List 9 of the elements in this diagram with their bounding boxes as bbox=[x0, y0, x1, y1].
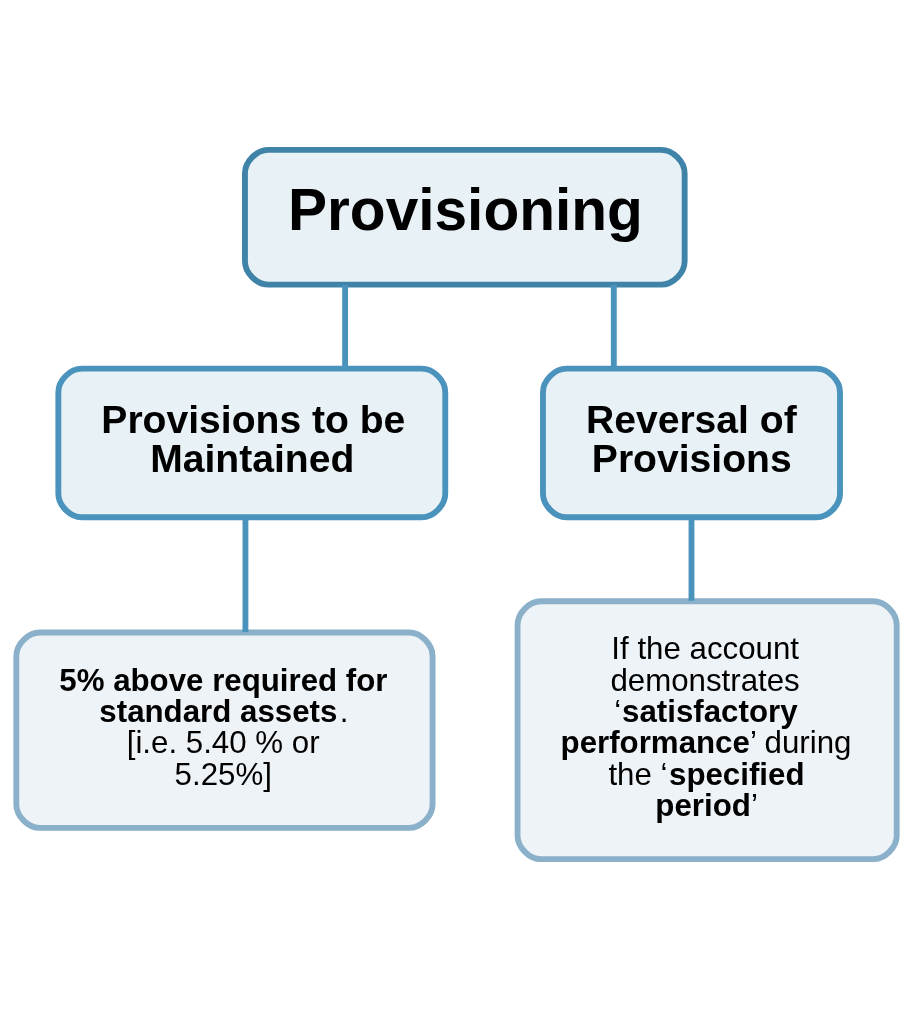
node-box: Reversal of Provisions bbox=[540, 365, 843, 521]
connector bbox=[342, 284, 349, 369]
connector bbox=[688, 517, 695, 601]
node-box: If the account demonstrates ‘satisfactory performance’ during the ‘specified period’ bbox=[514, 598, 900, 863]
node-box: Provisioning bbox=[242, 146, 688, 288]
connector bbox=[610, 284, 617, 369]
node-box: Provisions to be Maintained bbox=[55, 365, 449, 521]
node-box: 5% above required for standard assets. [i.e. 5.40 % or 5.25%] bbox=[13, 629, 436, 831]
connector bbox=[242, 517, 249, 633]
